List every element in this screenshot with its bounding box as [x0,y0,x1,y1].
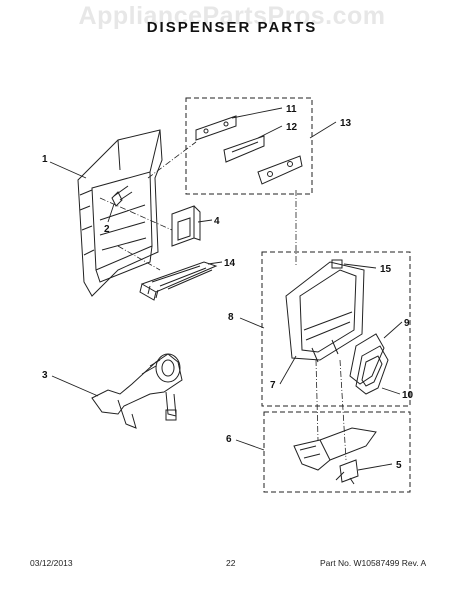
alignment-lines [99,141,347,461]
callout-10: 10 [402,390,414,401]
part-12-board [223,135,265,163]
callout-14: 14 [224,258,236,269]
part-5-valve [335,459,359,485]
part-1-housing [77,129,163,297]
part-11-plate [195,115,237,141]
callout-5: 5 [396,460,402,471]
callout-13: 13 [340,118,352,129]
group-box-6 [263,411,411,493]
leader-lines [49,107,403,471]
callout-4: 4 [214,216,220,227]
part-4-module [171,205,201,247]
part-14-drip-tray [139,261,218,301]
callout-15: 15 [380,264,392,275]
part-13-panel [257,155,303,185]
watermark: AppliancePartsPros.com [78,2,386,30]
callout-1: 1 [42,154,48,165]
footer-part-number: Part No. W10587499 Rev. A [320,558,427,568]
group-box-8 [261,251,411,407]
callout-2: 2 [104,224,110,235]
part-10-ring [355,345,389,395]
footer-date: 03/12/2013 [30,558,73,568]
part-9-ring [349,333,385,385]
part-15-clip [331,259,343,269]
part-3-auger-motor [91,353,183,429]
callout-8: 8 [228,312,234,323]
part-2-lever [111,185,133,207]
callout-6: 6 [226,434,232,445]
group-box-13 [185,97,313,195]
page-title: DISPENSER PARTS [146,19,318,36]
footer-page: 22 [226,558,236,568]
callout-9: 9 [404,318,410,329]
callout-3: 3 [42,370,48,381]
part-7-housing [285,261,365,363]
callout-12: 12 [286,122,298,133]
callout-7: 7 [270,380,276,391]
part-6-chute [293,427,377,471]
callout-11: 11 [286,104,297,115]
